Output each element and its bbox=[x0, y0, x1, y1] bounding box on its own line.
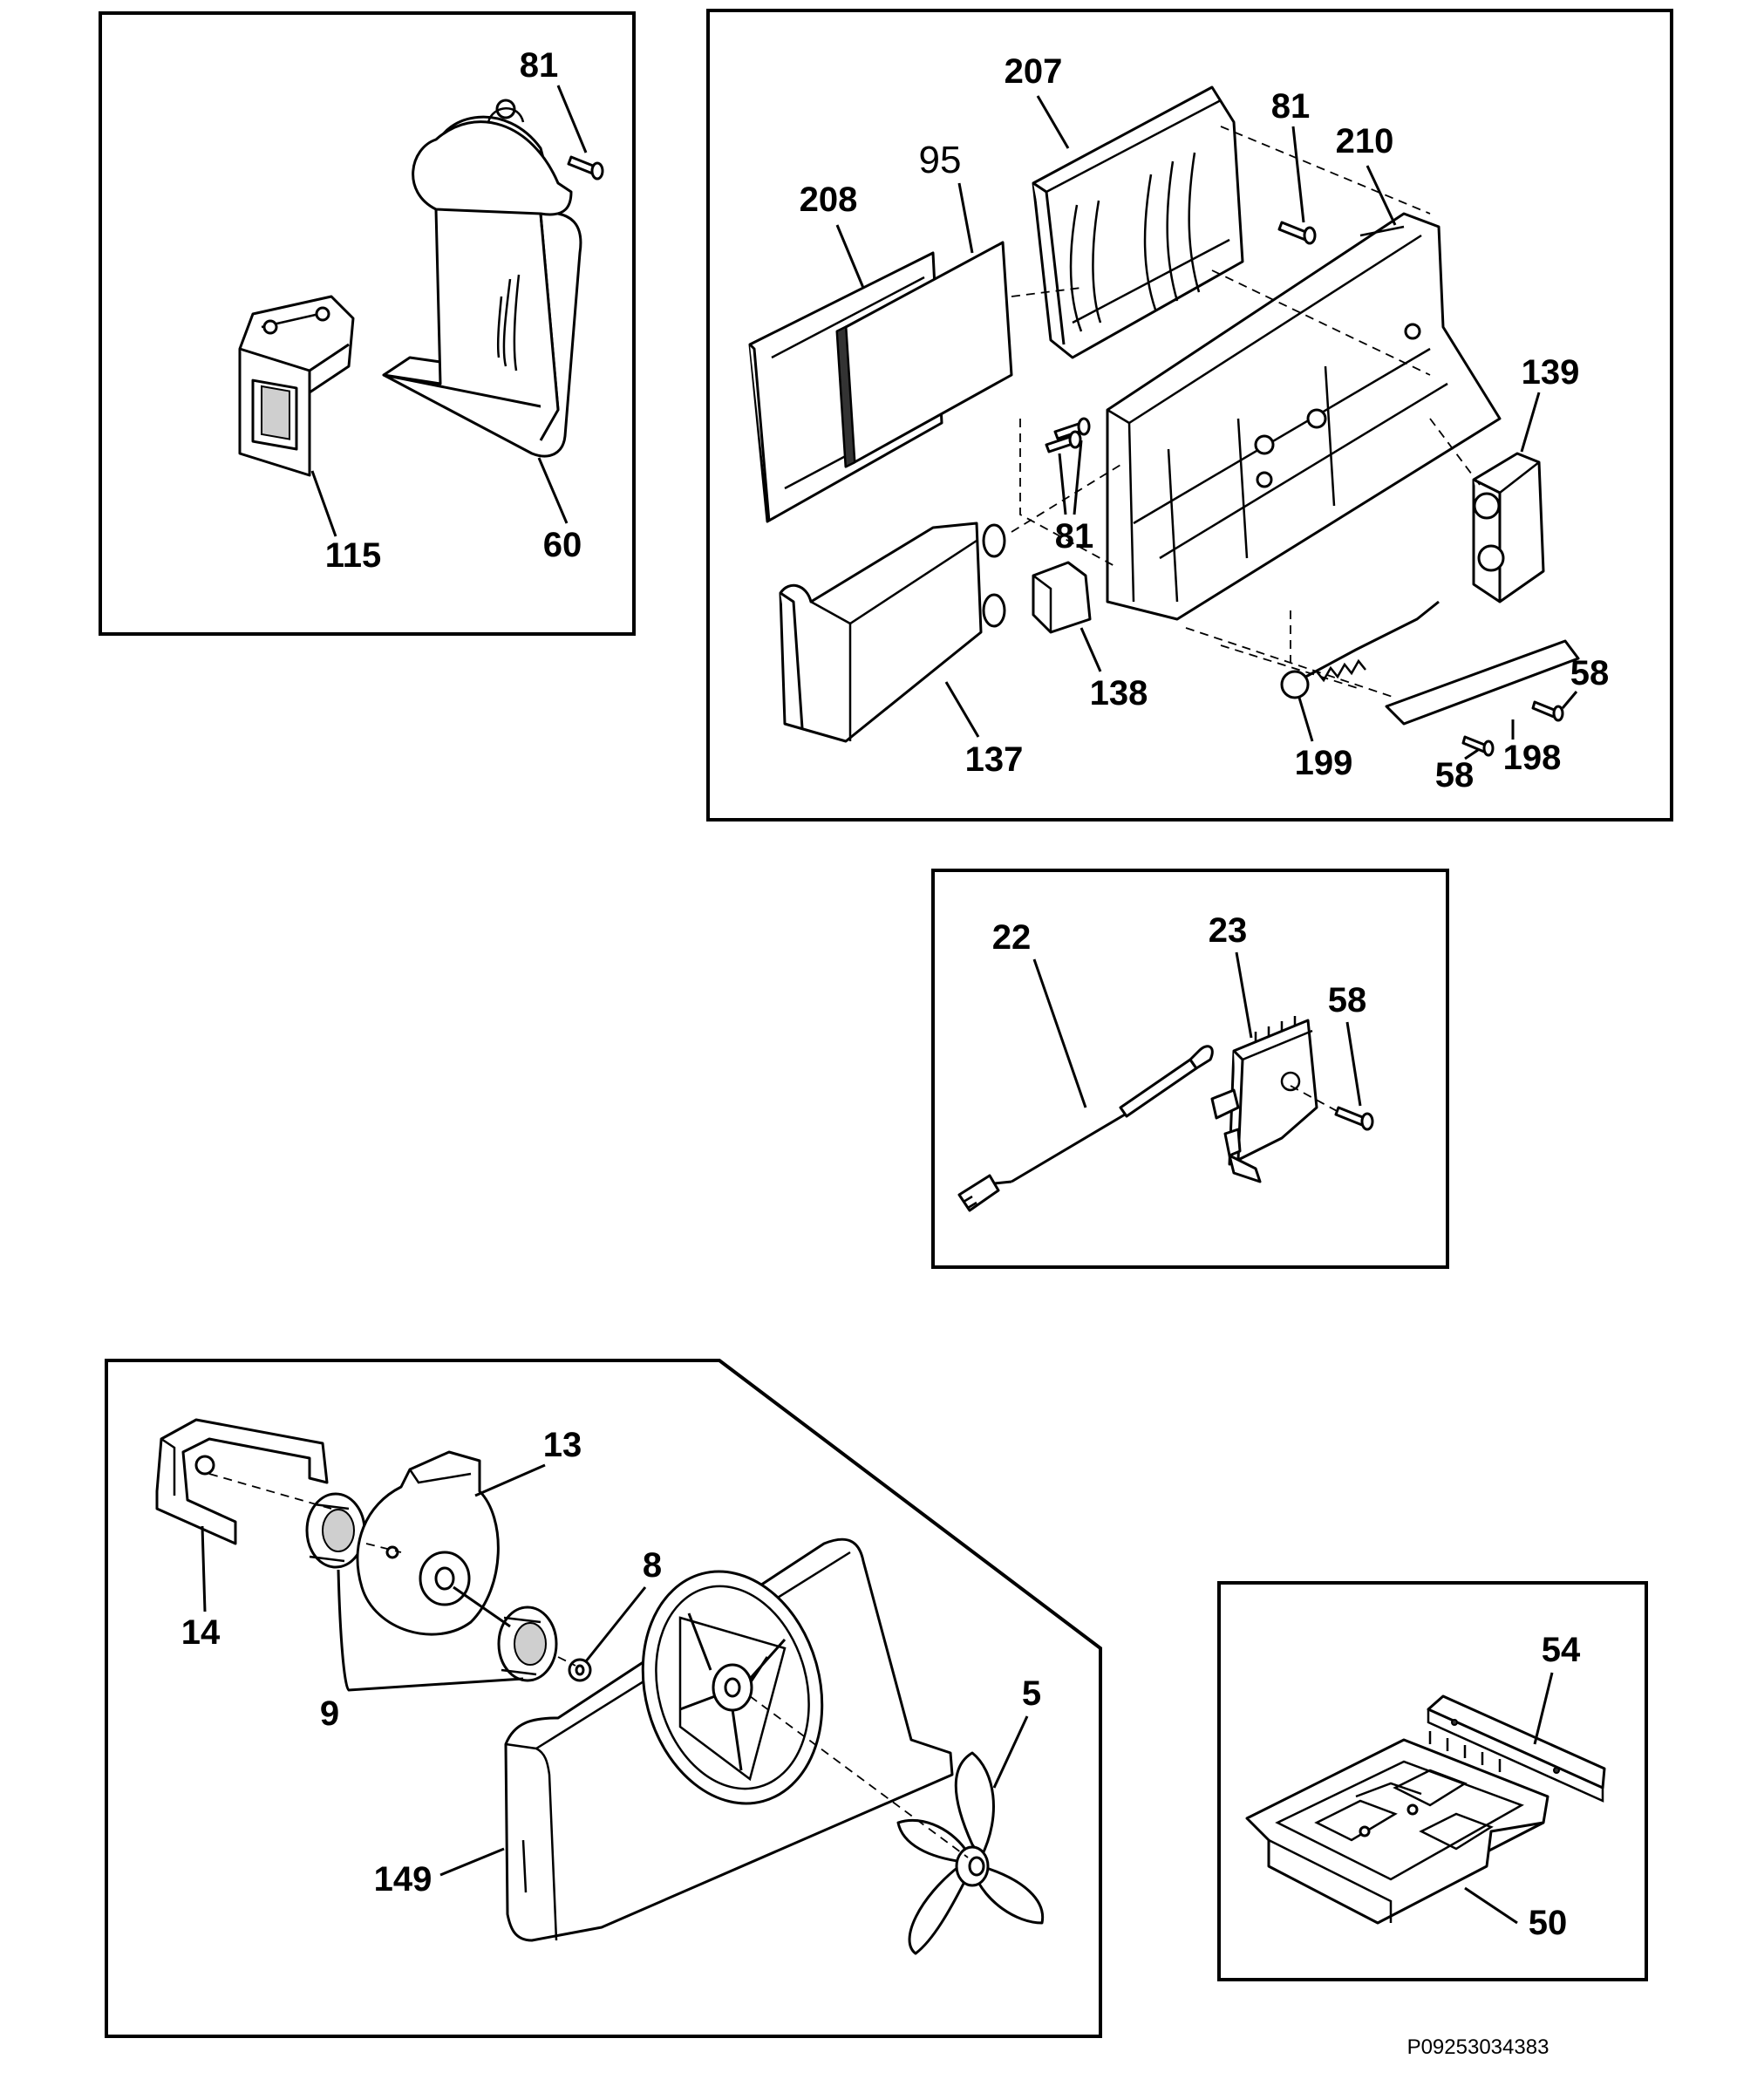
callout-14: 14 bbox=[181, 1613, 221, 1652]
part-13-fan-motor bbox=[356, 1450, 511, 1636]
callout-8: 8 bbox=[643, 1546, 662, 1585]
part-23-cover bbox=[1210, 1016, 1318, 1183]
panel-frame bbox=[99, 11, 636, 636]
part-207-frame bbox=[1032, 85, 1244, 359]
callout-139: 139 bbox=[1522, 353, 1580, 392]
part-137-housing bbox=[779, 522, 1006, 743]
part-81-screw bbox=[1045, 417, 1091, 453]
part-54-strip bbox=[1427, 1694, 1606, 1803]
callout-137: 137 bbox=[965, 740, 1024, 779]
drawing-code: P09253034383 bbox=[1407, 2035, 1549, 2059]
part-138-clip bbox=[1032, 561, 1092, 634]
panel-frame bbox=[706, 9, 1673, 822]
part-14-bracket bbox=[155, 1418, 329, 1545]
callout-58: 58 bbox=[1435, 756, 1475, 794]
part-5-fan-blade bbox=[896, 1751, 1045, 1955]
callout-208: 208 bbox=[800, 181, 858, 219]
part-115-module bbox=[238, 295, 355, 477]
panel-top-right: 207 81 210 95 208 139 81 138 137 199 58 … bbox=[706, 9, 1673, 822]
callout-9: 9 bbox=[320, 1694, 339, 1733]
callout-81: 81 bbox=[520, 46, 559, 85]
callout-207: 207 bbox=[1005, 52, 1063, 91]
callout-210: 210 bbox=[1336, 122, 1394, 160]
callout-95: 95 bbox=[919, 139, 962, 181]
part-22-sensor bbox=[957, 1045, 1214, 1212]
callout-58: 58 bbox=[1328, 981, 1367, 1019]
part-8-washer bbox=[568, 1658, 592, 1682]
callout-23: 23 bbox=[1209, 911, 1248, 950]
panel-frame bbox=[1217, 1581, 1648, 1981]
callout-149: 149 bbox=[374, 1860, 432, 1899]
callout-54: 54 bbox=[1542, 1631, 1581, 1669]
part-9-isolator bbox=[497, 1606, 558, 1682]
part-58-screw bbox=[1334, 1106, 1374, 1131]
part-60-housing bbox=[382, 99, 582, 458]
panel-frame bbox=[105, 1359, 1102, 2038]
callout-115: 115 bbox=[325, 536, 382, 575]
part-58-screw bbox=[1461, 735, 1495, 757]
callout-199: 199 bbox=[1295, 744, 1353, 782]
part-149-shroud bbox=[504, 1537, 954, 1942]
part-95-insulation bbox=[835, 241, 1013, 468]
callout-5: 5 bbox=[1022, 1674, 1041, 1713]
panel-bottom-right: 54 50 bbox=[1217, 1581, 1648, 1981]
part-139-bracket bbox=[1472, 452, 1545, 603]
callout-60: 60 bbox=[543, 526, 582, 564]
panel-middle: 22 23 58 bbox=[931, 869, 1449, 1269]
panel-top-left: 81 115 60 bbox=[99, 11, 636, 636]
callout-81: 81 bbox=[1055, 517, 1094, 556]
part-81-screw bbox=[567, 155, 604, 181]
part-50-tray bbox=[1245, 1731, 1549, 1925]
part-81-screw bbox=[1277, 221, 1317, 245]
part-210-base-frame bbox=[1106, 212, 1502, 621]
callout-81: 81 bbox=[1271, 87, 1311, 126]
callout-50: 50 bbox=[1529, 1904, 1568, 1942]
part-198-plate bbox=[1385, 639, 1580, 726]
panel-frame bbox=[931, 869, 1449, 1269]
panel-bottom-left: 13 14 8 9 5 149 bbox=[105, 1359, 1102, 2038]
callout-138: 138 bbox=[1090, 674, 1148, 712]
callout-13: 13 bbox=[543, 1426, 582, 1464]
part-199-heater bbox=[1280, 600, 1440, 699]
callout-22: 22 bbox=[992, 918, 1032, 957]
callout-58: 58 bbox=[1570, 654, 1610, 692]
callout-198: 198 bbox=[1503, 739, 1562, 777]
part-58-screw bbox=[1531, 700, 1564, 722]
